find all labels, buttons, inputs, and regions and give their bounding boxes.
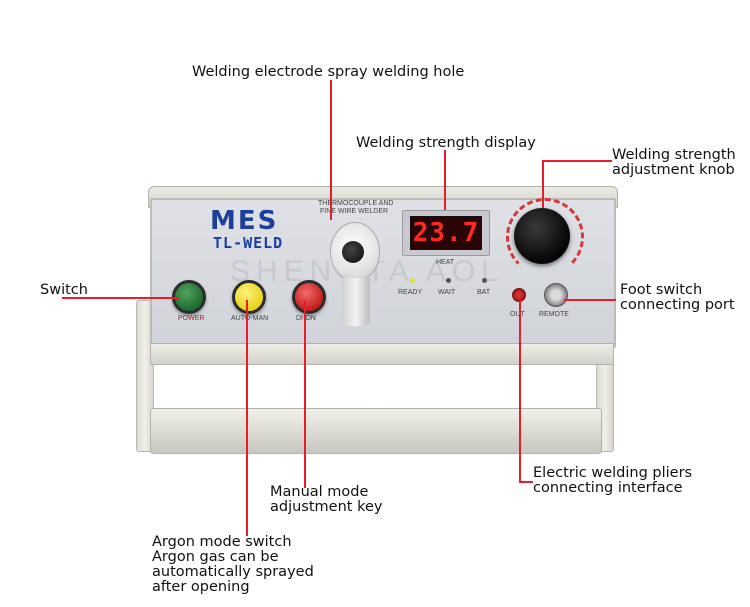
callout-manual-line-2: adjustment key — [270, 499, 383, 515]
callout-strength-display-text: Welding strength display — [356, 135, 536, 151]
callout-pliers-line-1: Electric welding pliers — [533, 465, 693, 481]
jack-remote-label: REMOTE — [539, 311, 569, 318]
bat-led-icon — [482, 278, 487, 283]
callout-argon-switch: Argon mode switch Argon gas can be autom… — [152, 535, 314, 595]
callout-argon-line-1: Argon mode switch — [152, 534, 292, 550]
spray-welding-hole[interactable] — [342, 241, 364, 263]
callout-switch-text: Switch — [40, 282, 88, 298]
spray-hole-ring — [330, 222, 380, 282]
device-subtitle-1: THERMOCOUPLE AND — [318, 200, 394, 207]
callout-pliers-interface: Electric welding pliers connecting inter… — [533, 466, 692, 496]
callout-argon-line-3: automatically sprayed — [152, 564, 314, 580]
knob-scale — [506, 198, 584, 276]
indicator-bat: BAT — [477, 289, 491, 296]
power-button-label: POWER — [178, 315, 205, 322]
model-name: TL-WELD — [213, 234, 284, 252]
indicator-ready: READY — [398, 289, 423, 296]
leader-foot-switch — [564, 299, 616, 301]
brand-logo: MES — [210, 206, 279, 236]
leader-pliers-h — [519, 481, 533, 483]
wait-led-icon — [446, 278, 451, 283]
leader-spray-hole — [330, 80, 332, 220]
callout-argon-line-2: Argon gas can be — [152, 549, 279, 565]
callout-argon-line-4: after opening — [152, 579, 250, 595]
callout-knob-line-1: Welding strength — [612, 147, 736, 163]
leader-knob-v — [542, 160, 544, 208]
leader-argon-switch — [246, 300, 248, 536]
callout-foot-switch-line-2: connecting port — [620, 297, 735, 313]
remote-jack[interactable] — [544, 283, 568, 307]
leader-pliers-v — [519, 300, 521, 482]
device-subtitle-2: FINE WIRE WELDER — [320, 208, 389, 215]
callout-strength-display: Welding strength display — [356, 136, 536, 151]
stand-left-arm — [136, 300, 154, 452]
electrode-holder — [342, 278, 370, 326]
heat-label: HEAT — [436, 259, 455, 266]
out-jack[interactable] — [512, 288, 526, 302]
callout-adjustment-knob: Welding strength adjustment knob — [612, 148, 736, 178]
callout-foot-switch: Foot switch connecting port — [620, 283, 735, 313]
jack-out-label: OUT — [510, 311, 525, 318]
device-base-ledge — [150, 343, 614, 365]
callout-foot-switch-line-1: Foot switch — [620, 282, 703, 298]
callout-manual-line-1: Manual mode — [270, 484, 369, 500]
ready-led-icon — [410, 278, 415, 283]
strength-display: 23.7 — [410, 216, 482, 250]
leader-display — [444, 150, 446, 210]
callout-pliers-line-2: connecting interface — [533, 480, 683, 496]
indicator-wait: WAIT — [438, 289, 456, 296]
leader-knob-h — [542, 160, 612, 162]
callout-switch: Switch — [40, 283, 88, 298]
leader-manual-key — [304, 300, 306, 488]
strength-adjustment-knob[interactable] — [514, 208, 570, 264]
auto-man-button[interactable] — [232, 280, 266, 314]
callout-knob-line-2: adjustment knob — [612, 162, 735, 178]
leader-switch — [62, 297, 180, 299]
callout-spray-hole: Welding electrode spray welding hole — [192, 65, 464, 80]
auto-man-button-label: AUTO-MAN — [231, 315, 269, 322]
callout-spray-hole-text: Welding electrode spray welding hole — [192, 64, 465, 80]
di-on-button[interactable] — [292, 280, 326, 314]
callout-manual-key: Manual mode adjustment key — [270, 485, 382, 515]
stand-front-bar — [150, 408, 602, 454]
